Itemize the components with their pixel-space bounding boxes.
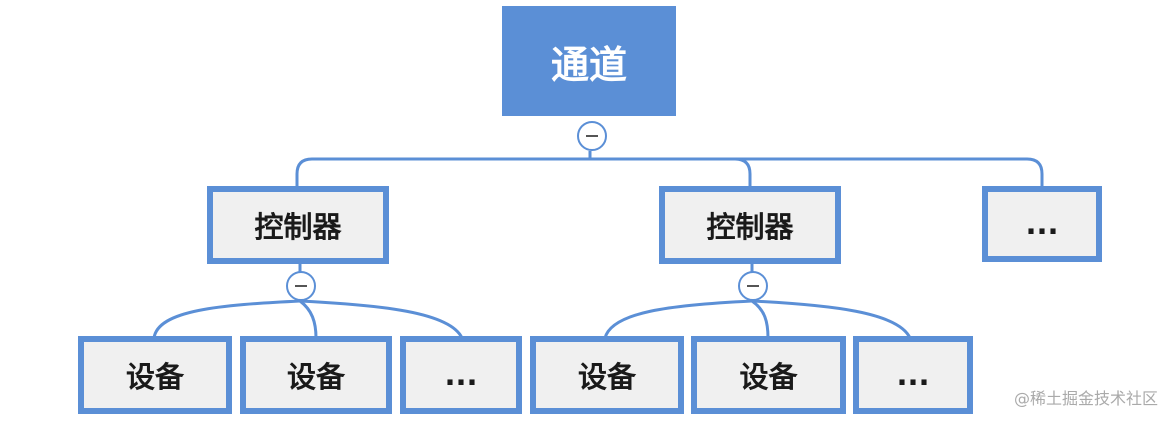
device-node-label: 设备 bbox=[125, 360, 184, 394]
collapse-toggle-icon[interactable] bbox=[738, 271, 768, 301]
more-node: ... bbox=[400, 336, 522, 414]
device-node-label: 设备 bbox=[739, 360, 798, 394]
device-node: 设备 bbox=[691, 336, 846, 414]
controller-node: 控制器 bbox=[659, 186, 841, 264]
device-node: 设备 bbox=[530, 336, 684, 414]
more-node-label: ... bbox=[1025, 207, 1059, 241]
collapse-toggle-icon[interactable] bbox=[577, 121, 607, 151]
more-node-label: ... bbox=[896, 358, 930, 392]
collapse-toggle-icon[interactable] bbox=[286, 271, 316, 301]
connector-ctrl1-mid bbox=[299, 299, 318, 339]
connector-root-branch bbox=[295, 157, 1044, 188]
connector-ctrl1-left bbox=[152, 299, 301, 339]
device-node-label: 设备 bbox=[286, 360, 345, 394]
connector-ctrl2-mid bbox=[751, 299, 770, 339]
connector-ctrl2-left bbox=[603, 299, 753, 339]
device-node-label: 设备 bbox=[577, 360, 636, 394]
connector-root-mid bbox=[590, 157, 752, 188]
more-node-label: ... bbox=[444, 358, 478, 392]
root-node: 通道 bbox=[502, 6, 676, 116]
more-node: ... bbox=[982, 186, 1102, 262]
root-node-label: 通道 bbox=[550, 42, 627, 87]
watermark: @稀土掘金技术社区 bbox=[1013, 389, 1158, 408]
connector-ctrl2-right bbox=[751, 299, 912, 339]
device-node: 设备 bbox=[78, 336, 232, 414]
controller-node: 控制器 bbox=[207, 186, 389, 264]
connector-ctrl1-right bbox=[299, 299, 464, 339]
controller-node-label: 控制器 bbox=[254, 210, 342, 244]
more-node: ... bbox=[853, 336, 973, 414]
device-node: 设备 bbox=[240, 336, 392, 414]
controller-node-label: 控制器 bbox=[706, 210, 794, 244]
